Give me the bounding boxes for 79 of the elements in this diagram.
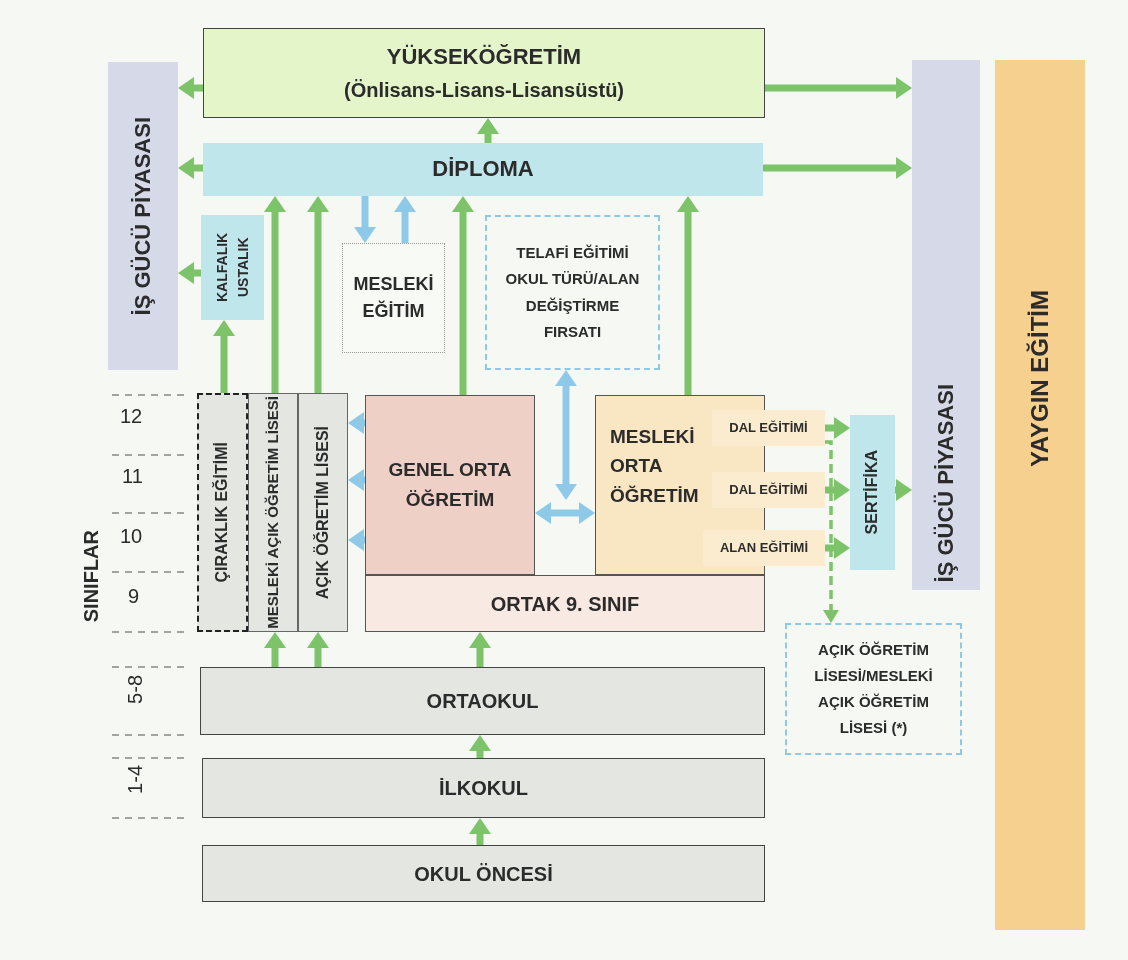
node-title: ORTAK 9. SINIF <box>490 591 640 617</box>
axis-title: SINIFLAR <box>80 530 103 623</box>
grade-number: 9 <box>128 585 140 608</box>
node-title: TELAFİ EĞİTİMİ OKUL TÜRÜ/ALAN DEĞİŞTİRME FIRSATI <box>504 243 641 342</box>
arrow <box>469 735 491 758</box>
arrow <box>535 502 595 524</box>
arrow <box>264 196 286 393</box>
node-title: AÇIK ÖĞRETİM LİSESİ/MESLEKİ AÇIK ÖĞRETİM LİSESİ (*) <box>813 639 934 739</box>
grade-number: 11 <box>122 465 143 488</box>
grade-number: 10 <box>120 525 143 548</box>
grade-range: 5-8 <box>124 675 147 704</box>
node-title: MESLEKİ EĞİTİM <box>352 273 435 323</box>
arrow <box>452 196 474 395</box>
arrow <box>825 537 850 559</box>
arrow <box>307 196 329 393</box>
non-formal-education-bar <box>995 60 1085 930</box>
branch-tag <box>703 530 825 566</box>
journeyman-box <box>201 215 264 320</box>
arrow <box>354 196 376 243</box>
school-level-box <box>202 758 765 818</box>
node-title: MESLEKİ ORTA ÖĞRETİM <box>610 425 700 508</box>
node-title: DAL EĞİTİMİ <box>729 481 808 499</box>
arrow <box>825 417 850 439</box>
arrow <box>264 632 286 667</box>
node-title: İLKOKUL <box>439 776 528 801</box>
apprenticeship-box <box>197 393 248 632</box>
node-title: ALAN EĞİTİMİ <box>719 539 809 557</box>
node-title: MESLEKİ AÇIK ÖĞRETİM LİSESİ <box>263 396 282 629</box>
arrow <box>469 632 491 667</box>
arrow <box>677 196 699 395</box>
arrow <box>178 157 203 179</box>
labor-market-bar <box>912 60 980 590</box>
school-column <box>248 393 298 632</box>
general-school-box <box>365 395 535 575</box>
arrow <box>348 529 365 551</box>
higher-education-box <box>203 28 765 118</box>
grade-number: 12 <box>120 405 143 428</box>
dashed-info-box <box>785 623 962 755</box>
node-title: İŞ GÜCÜ PİYASASI <box>931 383 959 582</box>
vocational-box <box>342 243 445 353</box>
labor-market-bar <box>108 62 178 370</box>
node-title: OKUL ÖNCESİ <box>414 861 553 887</box>
node-title: GENEL ORTA ÖĞRETİM <box>387 457 513 512</box>
node-subtitle: (Önlisans-Lisans-Lisansüstü) <box>343 78 625 104</box>
arrow <box>178 262 201 284</box>
arrow <box>348 469 365 491</box>
arrow <box>763 157 912 179</box>
diploma-bar <box>203 143 763 196</box>
node-title: KALFALIK USTALIK <box>212 231 252 305</box>
node-title: SERTİFİKA <box>862 450 882 535</box>
school-level-box <box>200 667 765 735</box>
certificate-box <box>850 415 895 570</box>
arrow <box>825 479 850 501</box>
school-column <box>298 393 348 632</box>
grade-range: 1-4 <box>124 765 147 794</box>
arrow <box>394 196 416 243</box>
node-title: DİPLOMA <box>432 155 534 184</box>
node-title: YÜKSEKÖĞRETİM <box>386 42 582 71</box>
school-level-box <box>202 845 765 902</box>
branch-tag <box>712 472 825 508</box>
arrow <box>895 479 912 501</box>
node-title: ÇIRAKLIK EĞİTİMİ <box>212 442 232 583</box>
arrow <box>555 370 577 500</box>
arrow <box>213 320 235 393</box>
node-title: ORTAOKUL <box>426 689 539 714</box>
arrow <box>469 818 491 845</box>
arrow <box>477 118 499 143</box>
node-title: İŞ GÜCÜ PİYASASI <box>128 116 156 316</box>
node-title: DAL EĞİTİMİ <box>729 419 808 437</box>
arrow <box>823 440 839 623</box>
arrow <box>348 412 365 434</box>
arrow <box>765 77 912 99</box>
dashed-info-box <box>485 215 660 370</box>
node-title: YAYGIN EĞİTİM <box>1025 290 1055 467</box>
node-title: AÇIK ÖĞRETİM LİSESİ <box>312 425 332 600</box>
common-grade-box <box>365 575 765 632</box>
branch-tag <box>712 410 825 446</box>
arrow <box>307 632 329 667</box>
arrow <box>178 77 203 99</box>
